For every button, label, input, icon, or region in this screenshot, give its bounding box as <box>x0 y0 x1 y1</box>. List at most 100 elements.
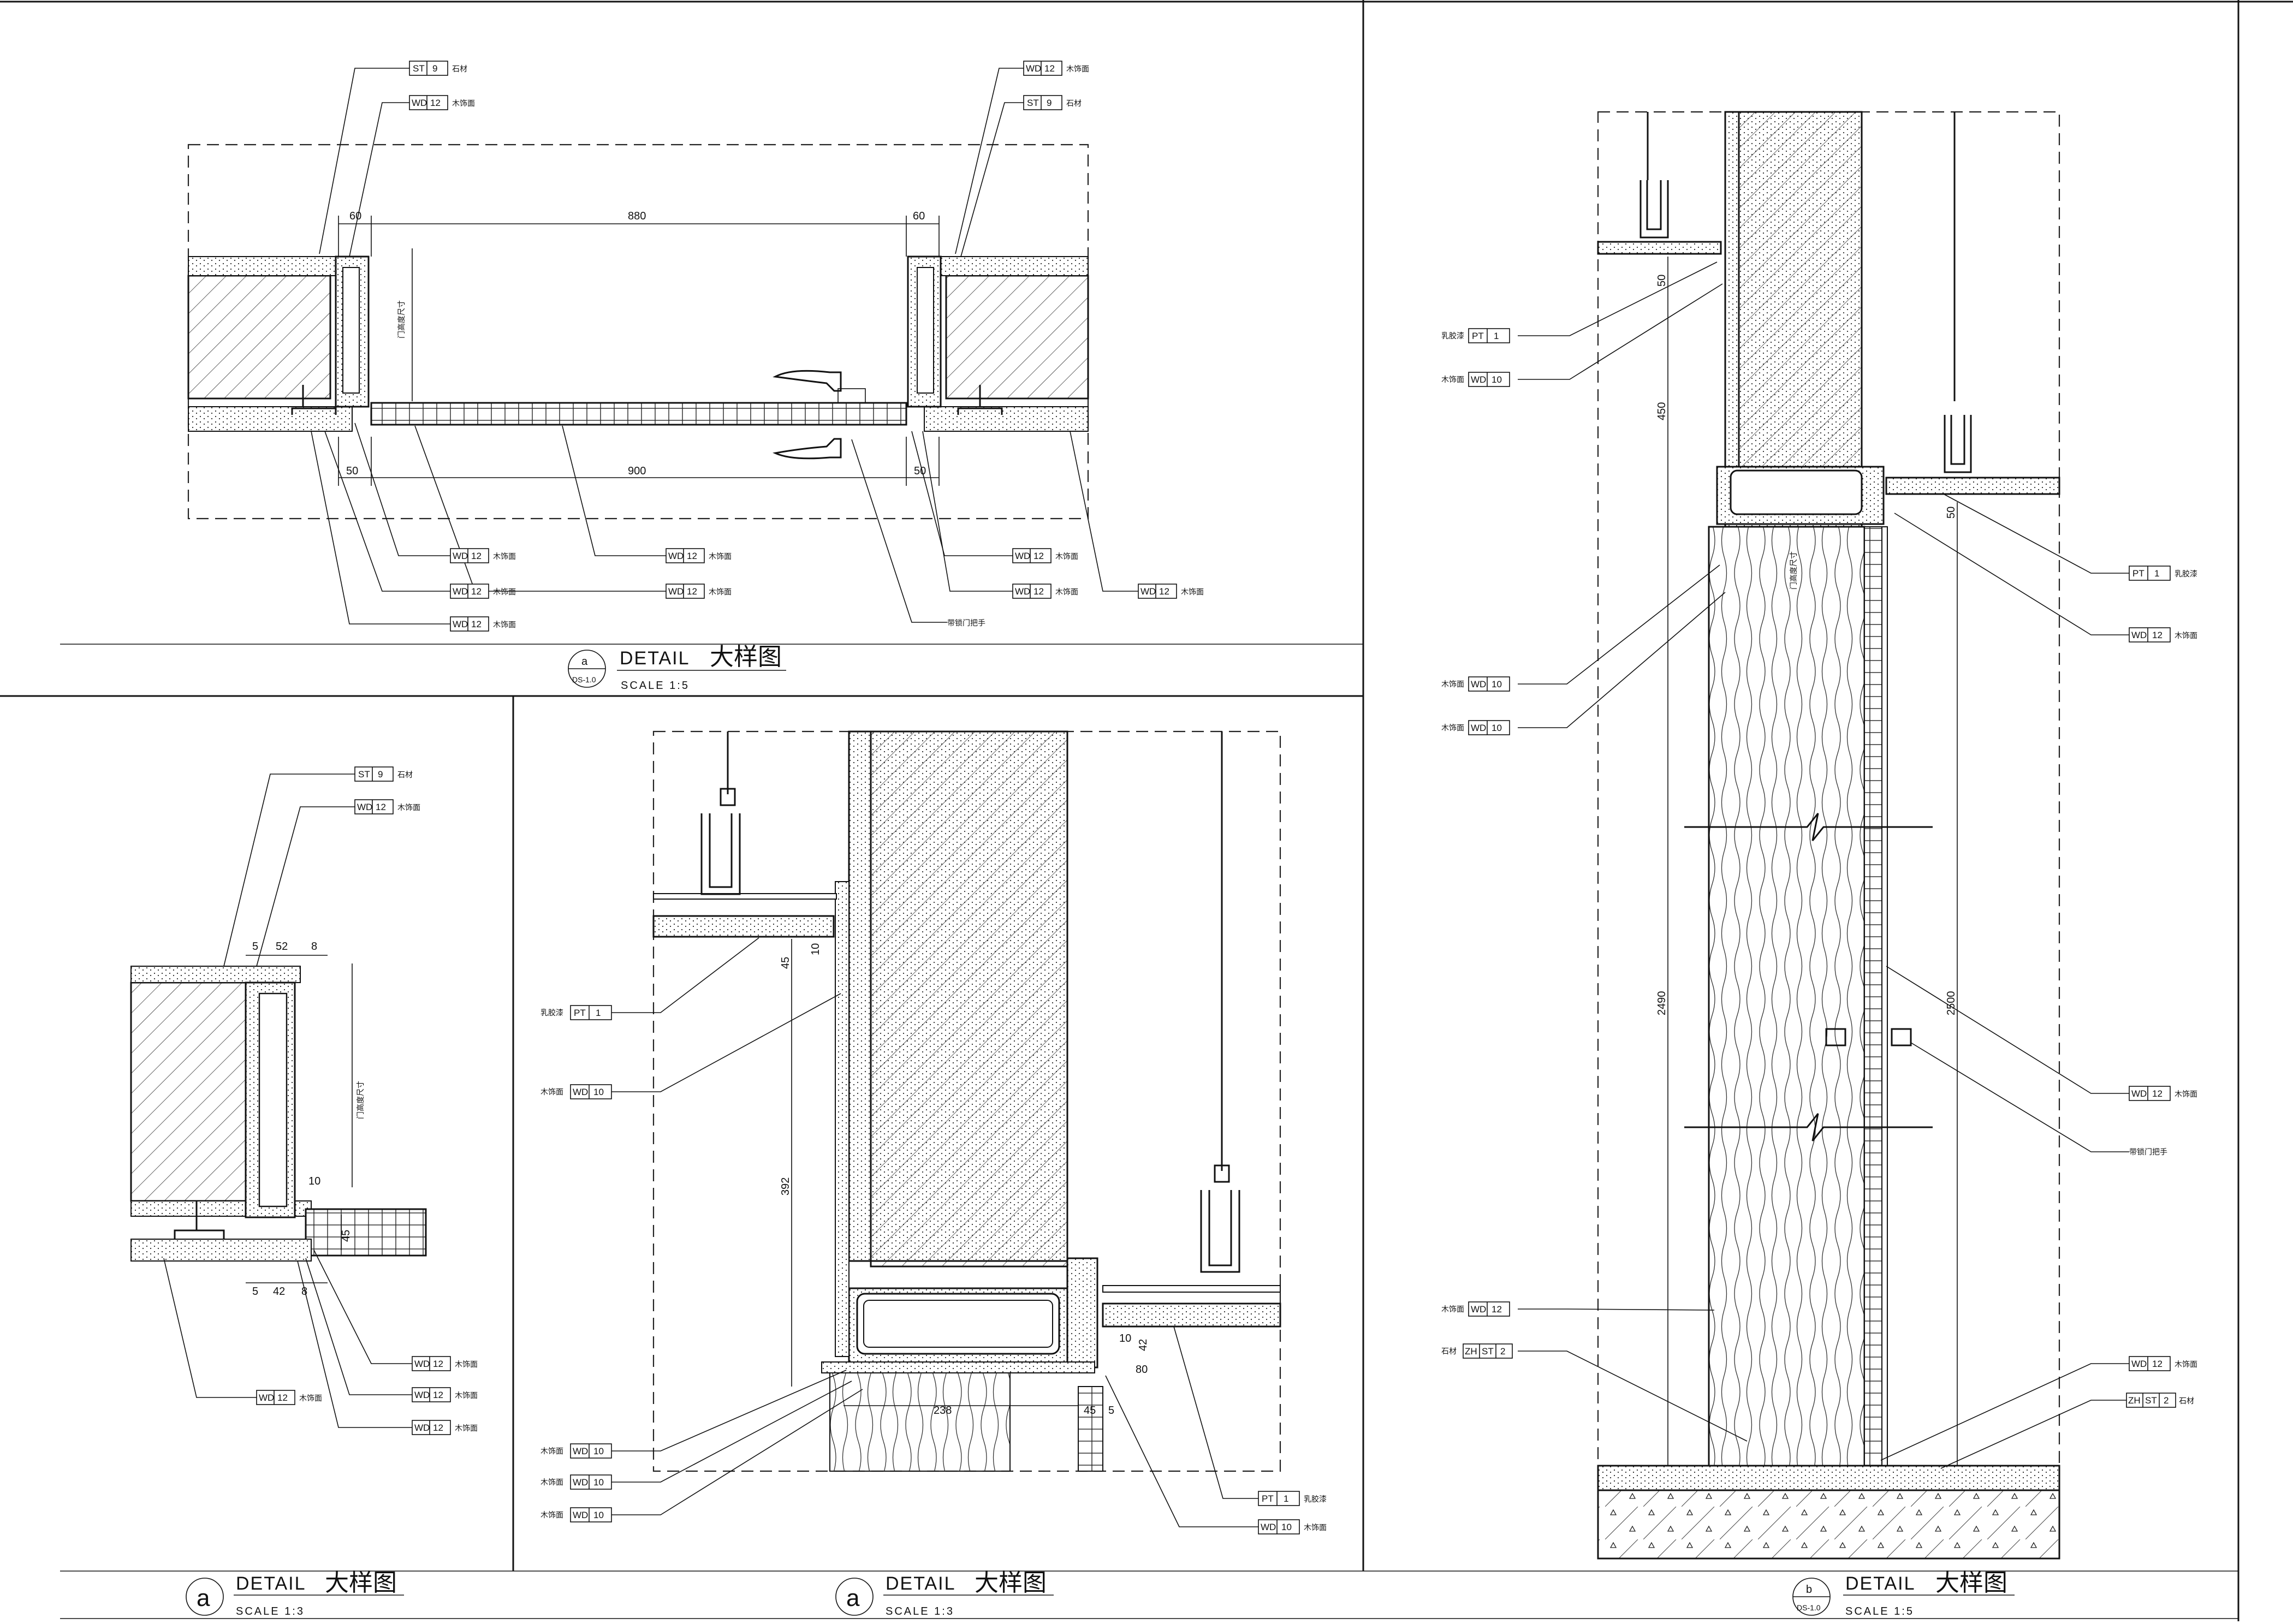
title-block-left: a DETAIL 大样图 SCALE 1:3 <box>186 1569 404 1617</box>
svg-text:10: 10 <box>593 1446 604 1456</box>
svg-text:392: 392 <box>780 1177 792 1195</box>
svg-text:12: 12 <box>433 1359 443 1369</box>
svg-text:WD: WD <box>453 619 468 629</box>
svg-text:10: 10 <box>1281 1522 1292 1532</box>
svg-text:12: 12 <box>471 619 482 629</box>
svg-text:石材: 石材 <box>452 64 467 73</box>
svg-text:2490: 2490 <box>1656 991 1668 1016</box>
svg-text:12: 12 <box>376 802 386 812</box>
svg-text:木饰面: 木饰面 <box>493 552 516 561</box>
title-block-right: b DS-1.0 DETAIL 大样图 SCALE 1:5 <box>1792 1569 2015 1617</box>
title-block-top: a DS-1.0 DETAIL 大样图 SCALE 1:5 <box>568 644 786 692</box>
svg-text:木饰面: 木饰面 <box>455 1391 478 1400</box>
svg-text:WD: WD <box>1471 374 1486 385</box>
title-block-middle: a DETAIL 大样图 SCALE 1:3 <box>835 1569 1054 1617</box>
svg-text:1: 1 <box>2154 568 2159 579</box>
svg-text:42: 42 <box>1137 1339 1149 1351</box>
tag-wd10: WD 10 <box>1468 676 1510 692</box>
svg-text:12: 12 <box>1033 586 1044 597</box>
svg-text:DS-1.0: DS-1.0 <box>1797 1603 1821 1612</box>
svg-text:WD: WD <box>1471 723 1486 733</box>
door-handle-top-icon <box>773 370 842 392</box>
svg-text:WD: WD <box>1471 679 1486 689</box>
svg-text:木饰面: 木饰面 <box>2175 1090 2197 1098</box>
svg-text:12: 12 <box>1492 1304 1502 1314</box>
svg-text:a: a <box>197 1585 210 1611</box>
svg-text:ST: ST <box>2145 1395 2157 1406</box>
svg-text:12: 12 <box>2152 1359 2163 1369</box>
svg-text:木饰面: 木饰面 <box>1441 1305 1464 1313</box>
svg-text:12: 12 <box>471 551 482 561</box>
svg-text:WD: WD <box>668 551 684 561</box>
svg-text:木饰面: 木饰面 <box>2175 1360 2197 1369</box>
svg-text:52: 52 <box>276 941 288 953</box>
svg-text:PT: PT <box>1262 1494 1274 1504</box>
svg-text:10: 10 <box>1492 679 1502 689</box>
svg-text:PT: PT <box>1472 331 1484 341</box>
svg-text:80: 80 <box>1136 1364 1148 1376</box>
left-wall-skin-top <box>188 256 336 276</box>
svg-text:1: 1 <box>596 1008 601 1018</box>
svg-text:10: 10 <box>308 1175 320 1187</box>
svg-text:10: 10 <box>593 1477 604 1488</box>
left-wall-core <box>187 275 331 400</box>
svg-text:50: 50 <box>1656 275 1668 287</box>
svg-text:木饰面: 木饰面 <box>452 99 475 108</box>
door-handle-bottom-icon <box>773 438 842 460</box>
svg-text:5: 5 <box>1108 1405 1114 1417</box>
svg-text:木饰面: 木饰面 <box>709 552 732 561</box>
right-wall-core <box>945 275 1089 400</box>
svg-text:DETAIL: DETAIL <box>620 648 690 669</box>
svg-text:木饰面: 木饰面 <box>455 1360 478 1369</box>
svg-text:8: 8 <box>301 1286 307 1298</box>
svg-text:12: 12 <box>1033 551 1044 561</box>
hanger-bracket-icon <box>1944 415 1972 473</box>
svg-text:WD: WD <box>2131 1359 2147 1369</box>
svg-text:10: 10 <box>1119 1332 1131 1345</box>
dim-900: 900 <box>628 465 646 477</box>
svg-text:WD: WD <box>453 551 468 561</box>
svg-text:石材: 石材 <box>397 770 413 779</box>
svg-text:WD: WD <box>1261 1522 1276 1532</box>
dim-50-right: 50 <box>914 465 926 477</box>
svg-text:石材: 石材 <box>1441 1347 1457 1355</box>
door-leaf <box>370 402 907 426</box>
svg-text:木饰面: 木饰面 <box>1304 1523 1327 1532</box>
svg-text:木饰面: 木饰面 <box>1441 680 1464 688</box>
svg-text:大样图: 大样图 <box>975 1569 1047 1596</box>
svg-text:12: 12 <box>1159 586 1169 597</box>
svg-text:SCALE 1:5: SCALE 1:5 <box>1845 1605 1914 1617</box>
svg-text:大样图: 大样图 <box>1935 1569 2007 1596</box>
svg-text:大样图: 大样图 <box>325 1569 397 1596</box>
svg-text:12: 12 <box>687 551 697 561</box>
svg-text:10: 10 <box>1492 723 1502 733</box>
svg-text:木饰面: 木饰面 <box>540 1087 563 1096</box>
svg-text:45: 45 <box>1084 1405 1096 1417</box>
hanger-bracket-icon <box>1200 1190 1240 1273</box>
svg-text:WD: WD <box>2131 630 2147 640</box>
svg-text:门高度尺寸: 门高度尺寸 <box>356 1081 365 1119</box>
svg-text:8: 8 <box>311 941 317 953</box>
svg-text:乳胶漆: 乳胶漆 <box>1441 331 1464 340</box>
svg-text:WD: WD <box>1140 586 1156 597</box>
svg-text:2: 2 <box>1500 1346 1505 1357</box>
svg-text:木饰面: 木饰面 <box>1055 552 1078 561</box>
